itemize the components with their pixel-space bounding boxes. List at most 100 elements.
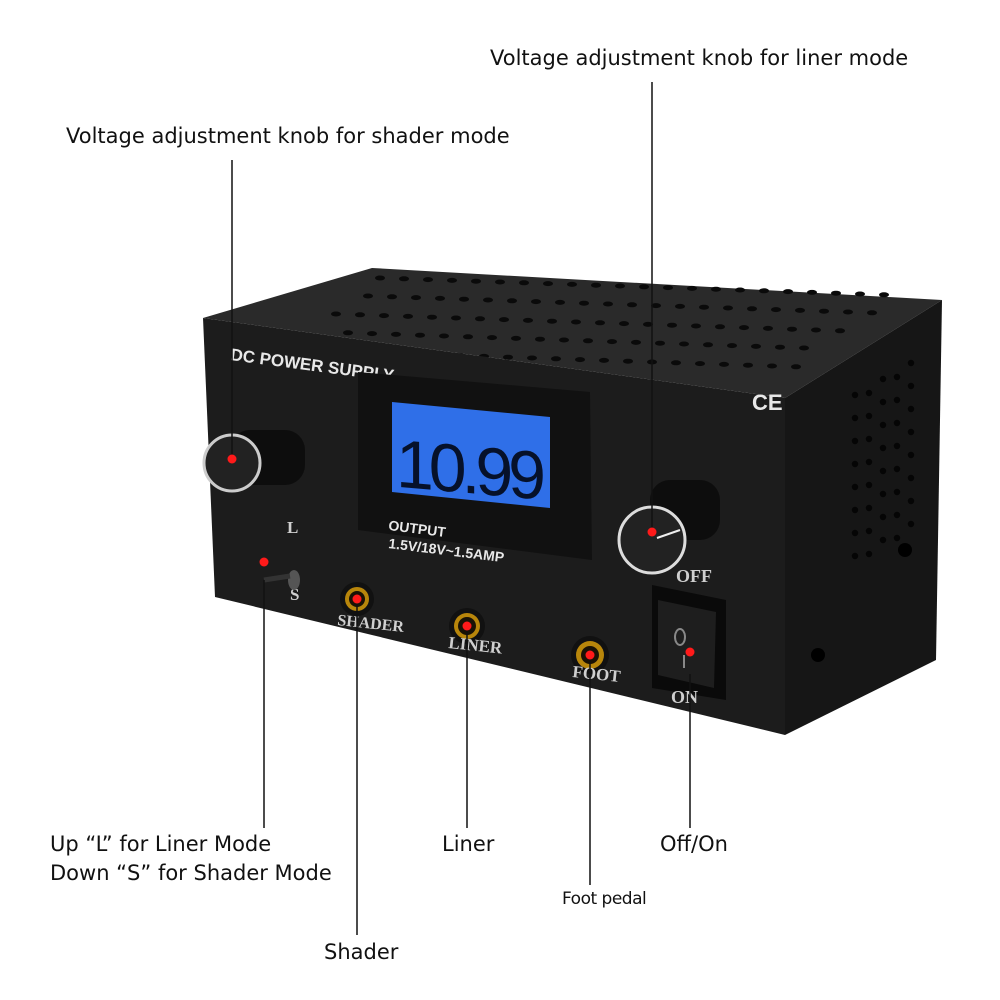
vent-hole xyxy=(355,312,365,318)
vent-hole xyxy=(771,307,781,313)
lcd-screen xyxy=(392,402,550,508)
vent-hole xyxy=(739,325,749,331)
vent-hole xyxy=(535,336,545,342)
vent-hole xyxy=(879,292,889,298)
vent-hole xyxy=(679,341,689,347)
vent-hole xyxy=(851,552,859,560)
vent-hole xyxy=(879,513,887,521)
vent-hole xyxy=(851,391,859,399)
vent-hole xyxy=(451,315,461,321)
vent-hole xyxy=(865,550,873,558)
power-off-label: OFF xyxy=(676,566,712,586)
case-side xyxy=(785,300,942,735)
vent-hole xyxy=(703,342,713,348)
switch-down-label: S xyxy=(290,585,299,604)
vent-hole xyxy=(907,451,915,459)
vent-hole xyxy=(439,333,449,339)
vent-hole xyxy=(819,308,829,314)
vent-hole xyxy=(499,317,509,323)
vent-hole xyxy=(399,276,409,282)
side-screw xyxy=(898,543,912,557)
mode-toggle-switch[interactable] xyxy=(263,570,300,590)
vent-hole xyxy=(747,306,757,312)
vent-hole xyxy=(865,412,873,420)
vent-hole xyxy=(551,356,561,362)
vent-hole xyxy=(495,279,505,285)
vent-hole xyxy=(615,283,625,289)
vent-hole xyxy=(583,338,593,344)
vent-hole xyxy=(547,318,557,324)
vent-hole xyxy=(893,511,901,519)
vent-hole xyxy=(759,288,769,294)
shader-voltage-knob[interactable] xyxy=(202,430,305,493)
switch-up-label: L xyxy=(287,518,298,537)
vent-hole xyxy=(719,361,729,367)
power-rocker-switch[interactable] xyxy=(652,585,726,700)
vent-hole xyxy=(411,295,421,301)
vent-hole xyxy=(503,354,513,360)
vent-hole xyxy=(735,287,745,293)
vent-hole xyxy=(893,419,901,427)
vent-hole xyxy=(851,437,859,445)
vent-hole xyxy=(907,520,915,528)
vent-hole xyxy=(623,358,633,364)
vent-hole xyxy=(511,335,521,341)
vent-hole xyxy=(811,327,821,333)
vent-hole xyxy=(699,304,709,310)
vent-hole xyxy=(595,320,605,326)
vent-hole xyxy=(795,307,805,313)
case-top xyxy=(203,268,942,398)
vent-hole xyxy=(893,373,901,381)
vent-hole xyxy=(519,280,529,286)
vent-hole xyxy=(543,281,553,287)
vent-hole xyxy=(507,298,517,304)
ce-mark: CE xyxy=(752,390,783,415)
vent-hole xyxy=(555,299,565,305)
vent-hole xyxy=(893,488,901,496)
vent-hole xyxy=(893,396,901,404)
vent-hole xyxy=(671,360,681,366)
side-screw xyxy=(811,648,825,662)
vent-hole xyxy=(851,483,859,491)
vent-hole xyxy=(723,305,733,311)
vent-hole xyxy=(879,536,887,544)
vent-hole xyxy=(531,299,541,305)
vent-hole xyxy=(831,290,841,296)
vent-hole xyxy=(865,481,873,489)
vent-hole xyxy=(343,330,353,336)
power-on-label: ON xyxy=(671,687,698,707)
vent-hole xyxy=(379,313,389,319)
vent-hole xyxy=(603,301,613,307)
vent-hole xyxy=(865,504,873,512)
vent-hole xyxy=(851,414,859,422)
vent-hole xyxy=(879,375,887,383)
vent-hole xyxy=(691,323,701,329)
vent-hole xyxy=(907,359,915,367)
vent-hole xyxy=(367,331,377,337)
output-label: OUTPUT xyxy=(388,517,448,540)
vent-hole xyxy=(775,344,785,350)
vent-hole xyxy=(387,294,397,300)
vent-hole xyxy=(843,309,853,315)
vent-hole xyxy=(471,278,481,284)
vent-hole xyxy=(743,362,753,368)
vent-hole xyxy=(599,357,609,363)
vent-hole xyxy=(687,285,697,291)
vent-hole xyxy=(607,339,617,345)
vent-hole xyxy=(579,300,589,306)
annotation-shader: Shader xyxy=(324,940,399,964)
vent-hole xyxy=(907,405,915,413)
vent-hole xyxy=(907,497,915,505)
vent-hole xyxy=(619,321,629,327)
annotation-liner: Liner xyxy=(442,832,495,856)
vent-hole xyxy=(463,334,473,340)
annotation-mode-switch-1: Up “L” for Liner Mode xyxy=(50,832,272,856)
vent-hole xyxy=(799,345,809,351)
vent-hole xyxy=(567,281,577,287)
vent-hole xyxy=(791,364,801,370)
vent-hole xyxy=(591,282,601,288)
vent-hole xyxy=(523,317,533,323)
vent-hole xyxy=(571,319,581,325)
leader-lines xyxy=(231,82,691,935)
